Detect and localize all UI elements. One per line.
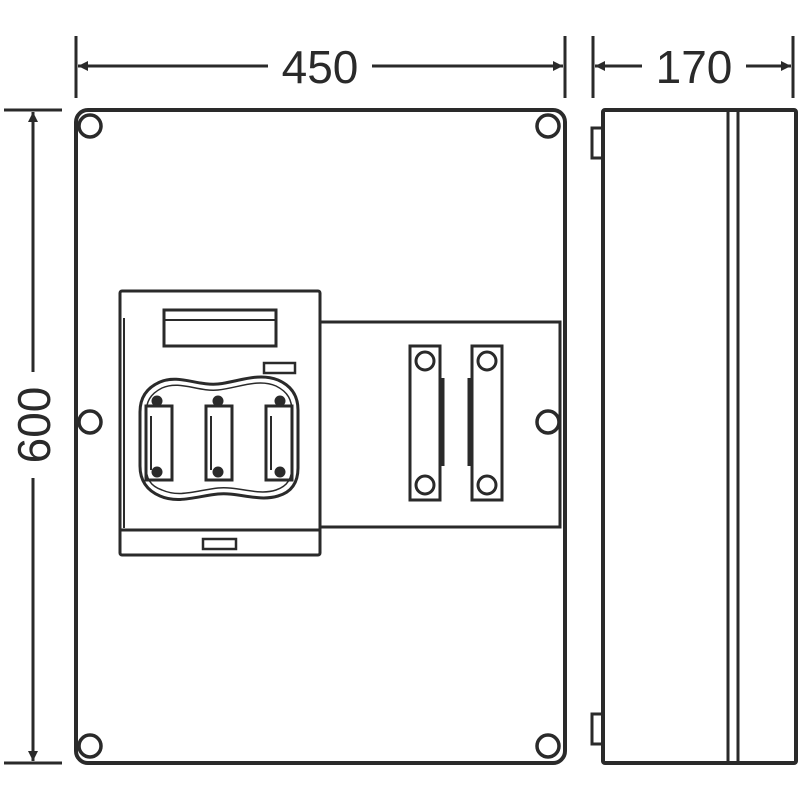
front-view [74, 108, 567, 765]
terminal-1-screw-top [414, 350, 436, 372]
width-dimension [74, 36, 567, 98]
fuse-switch-latch [201, 537, 238, 551]
screw-bottom-right [535, 733, 561, 759]
label-window [162, 308, 278, 348]
depth-dimension [591, 36, 795, 98]
fuse-3-contact-bottom [274, 466, 286, 478]
fuse-2-contact-bottom [212, 466, 224, 478]
fuse-cover [138, 375, 300, 501]
terminal-2-screw-bottom [476, 474, 498, 496]
enclosure-front-outline [74, 108, 567, 765]
depth-label: 170 [656, 41, 733, 93]
fuse-switch-module [118, 289, 322, 557]
terminal-block-1 [408, 344, 442, 502]
width-label: 450 [282, 41, 359, 93]
side-view [590, 108, 798, 765]
cover-plate [320, 320, 562, 529]
screw-mid-right [535, 409, 561, 435]
height-dimension [4, 108, 62, 765]
enclosure-side-outline [601, 108, 798, 765]
fuse-1-contact-top [151, 395, 163, 407]
fuse-1-contact-bottom [151, 466, 163, 478]
screw-mid-left [77, 409, 103, 435]
fuse-3-contact-top [274, 395, 286, 407]
fuse-2-contact-top [212, 395, 224, 407]
terminal-block-2 [470, 344, 504, 502]
screw-top-right [535, 113, 561, 139]
terminal-1-screw-bottom [414, 474, 436, 496]
fuse-contacts [151, 395, 286, 478]
height-label: 600 [8, 387, 60, 464]
side-hinge-bottom [590, 712, 605, 746]
screw-bottom-left [77, 733, 103, 759]
screw-top-left [77, 113, 103, 139]
status-indicator [262, 361, 297, 375]
terminal-2-screw-top [476, 350, 498, 372]
side-hinge-top [590, 126, 605, 160]
